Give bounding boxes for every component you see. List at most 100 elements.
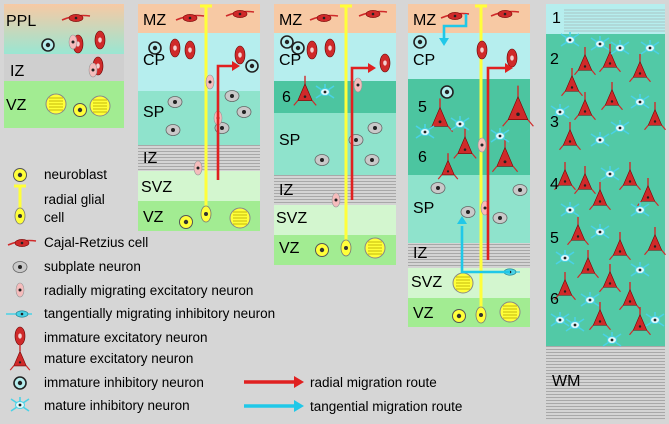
cajal-retzius-nucleus	[503, 12, 507, 16]
mature-excitatory-nucleus	[628, 300, 632, 303]
mature-excitatory-neuron	[570, 223, 586, 241]
basal-dendrites	[644, 124, 666, 131]
mature-excitatory-nucleus	[516, 112, 520, 116]
mature-excitatory-nucleus	[618, 250, 622, 253]
mature-inhibitory-nucleus	[18, 403, 22, 407]
legend-label: subplate neuron	[44, 259, 141, 274]
p2-zone-label: CP	[143, 52, 165, 69]
layer6-zone	[274, 81, 396, 113]
mature-inhibitory-nucleus	[588, 298, 592, 302]
p1-zone-label: PPL	[6, 13, 36, 30]
radially-migrating-nucleus	[18, 288, 22, 292]
migration-route	[460, 226, 510, 274]
subplate-nucleus	[436, 186, 440, 190]
mature-excitatory-neuron	[602, 50, 618, 68]
mature-excitatory-nucleus	[646, 196, 650, 199]
mature-excitatory-nucleus	[503, 160, 507, 164]
mature-inhibitory-nucleus	[498, 134, 502, 138]
basal-dendrites	[9, 365, 31, 371]
basal-dendrites	[599, 66, 621, 73]
mature-excitatory-neuron	[441, 159, 455, 176]
immature-inhibitory-nucleus	[444, 89, 450, 95]
mature-excitatory-nucleus	[583, 184, 587, 187]
mature-excitatory-nucleus	[568, 140, 572, 143]
basal-dendrites	[609, 254, 631, 261]
route-arrowhead	[439, 38, 449, 46]
iz-zone	[408, 243, 530, 268]
immature-inhibitory-nucleus	[295, 45, 301, 51]
subplate-nucleus	[173, 100, 177, 104]
mature-excitatory-neuron	[577, 172, 593, 190]
legend-label: radially migrating excitatory neuron	[44, 283, 253, 298]
mature-inhibitory-nucleus	[598, 138, 602, 142]
immature-excitatory-nucleus	[98, 37, 102, 43]
p5-layer-label: 2	[550, 51, 559, 68]
mature-excitatory-nucleus	[598, 200, 602, 203]
cajal-retzius-nucleus	[74, 16, 78, 20]
basal-dendrites	[437, 174, 459, 180]
mz-zone	[274, 4, 396, 33]
svz-zone	[274, 205, 396, 235]
basal-dendrites	[554, 294, 576, 301]
p3-zone-label: CP	[279, 52, 301, 69]
legend-label: immature inhibitory neuron	[44, 375, 204, 390]
mature-excitatory-nucleus	[610, 100, 614, 103]
basal-dendrites	[293, 100, 317, 106]
mature-excitatory-nucleus	[583, 110, 587, 113]
basal-dendrites	[453, 153, 477, 159]
basal-dendrites	[629, 329, 651, 336]
p4-zone-label: IZ	[413, 245, 427, 262]
p3-zone-label: IZ	[279, 182, 293, 199]
p5-layer-label: 5	[550, 230, 559, 247]
mature-excitatory-neuron	[632, 60, 648, 78]
p2-zone-label: MZ	[143, 12, 166, 29]
mature-excitatory-neuron	[640, 184, 656, 202]
cajal-retzius-nucleus	[238, 12, 242, 16]
arrows-group	[216, 14, 513, 274]
radially-migrating-nucleus	[196, 166, 200, 170]
route-arrowhead	[368, 63, 376, 73]
neuroblast-nucleus	[183, 219, 189, 225]
immature-excitatory-nucleus	[238, 52, 242, 58]
mature-excitatory-nucleus	[570, 86, 574, 89]
immature-inhibitory-nucleus	[17, 380, 23, 386]
radial-route-label: radial migration route	[310, 375, 437, 390]
subplate-nucleus	[466, 210, 470, 214]
mature-excitatory-nucleus	[628, 180, 632, 183]
basal-dendrites	[574, 114, 596, 121]
mature-inhibitory-nucleus	[598, 42, 602, 46]
basal-dendrites	[502, 119, 534, 127]
radial-glia-nucleus	[344, 246, 348, 250]
mature-excitatory-neuron	[557, 168, 573, 186]
cajal-retzius-nucleus	[322, 16, 326, 20]
p4-zone-label: 5	[418, 99, 427, 116]
iz-zone	[4, 54, 124, 81]
radially-migrating-nucleus	[483, 206, 487, 210]
mature-excitatory-nucleus	[446, 170, 450, 173]
mature-inhibitory-nucleus	[323, 90, 327, 94]
tangential-route-label: tangential migration route	[310, 399, 462, 414]
basal-dendrites	[644, 249, 666, 256]
basal-dendrites	[567, 239, 589, 246]
subplate-nucleus	[320, 158, 324, 162]
cajal-retzius-nucleus	[20, 241, 24, 245]
p5-layer-label: 3	[550, 114, 559, 131]
mature-excitatory-nucleus	[18, 361, 22, 364]
immature-excitatory-nucleus	[310, 47, 314, 53]
p4-zone-label: CP	[413, 52, 435, 69]
route-arrowhead	[457, 216, 467, 224]
migration-route	[442, 14, 468, 38]
basal-dendrites	[599, 286, 621, 293]
tangential-route-arrowhead	[294, 400, 304, 412]
migration-route	[216, 64, 232, 180]
p1-zone-label: VZ	[6, 97, 27, 114]
immature-excitatory-nucleus	[96, 63, 100, 69]
mature-inhibitory-nucleus	[648, 46, 652, 50]
subplate-nucleus	[373, 126, 377, 130]
route-legend-icons	[244, 376, 304, 412]
immature-inhibitory-nucleus	[417, 39, 423, 45]
immature-excitatory-nucleus	[383, 60, 387, 66]
mature-excitatory-nucleus	[463, 148, 467, 151]
p5-layer-label: 6	[550, 291, 559, 308]
mature-excitatory-nucleus	[598, 320, 602, 323]
